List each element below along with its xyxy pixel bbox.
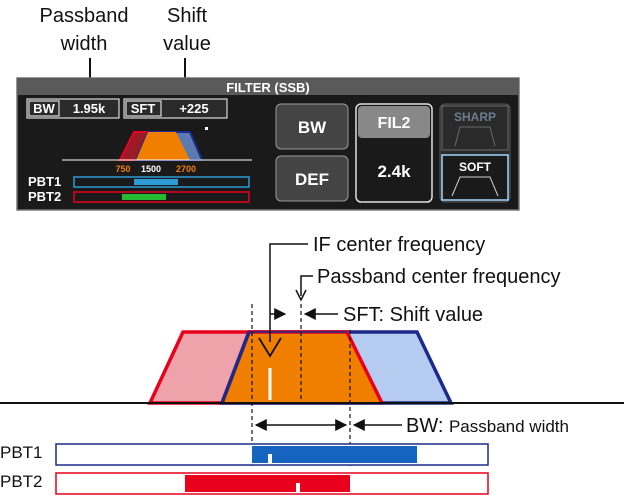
screen-pbt2-label: PBT2 (28, 189, 61, 204)
scale-750: 750 (115, 164, 130, 174)
scale-2700: 2700 (176, 164, 196, 174)
screen-def-button-label: DEF (295, 170, 329, 189)
passband-width-callout-line2: width (60, 33, 108, 55)
bw-label-suffix: Passband width (449, 417, 569, 436)
screen-fil-value: 2.4k (377, 162, 411, 181)
screen-soft-label: SOFT (459, 160, 492, 174)
pbt1-label: PBT1 (0, 443, 43, 462)
passband-shape (222, 332, 382, 403)
if-center-label: IF center frequency (313, 234, 485, 256)
shift-value-callout-line2: value (163, 33, 211, 55)
screen-sharp-button[interactable] (441, 105, 509, 151)
sft-field-label: SFT (131, 101, 156, 116)
screen-pbt2-bar (73, 191, 250, 203)
screen-pbt1-label: PBT1 (28, 174, 61, 189)
screen-title: FILTER (SSB) (226, 80, 310, 95)
pbt2-fill (185, 475, 350, 492)
bw-label-prefix: BW: (406, 415, 449, 437)
screen-pbt1-bar (73, 176, 250, 188)
passband-width-callout-line1: Passband (40, 5, 129, 27)
sft-field-value: +225 (179, 101, 208, 116)
passband-center-label: Passband center frequency (317, 266, 561, 288)
pbt2-label: PBT2 (0, 472, 43, 491)
bw-label: BW: Passband width (406, 415, 569, 437)
filter-screen: FILTER (SSB) BW 1.95k SFT +225 750 1500 … (16, 77, 520, 211)
sft-label: SFT: Shift value (343, 304, 483, 326)
shift-value-callout-line1: Shift (167, 5, 207, 27)
pbt1-fill (252, 446, 417, 463)
scale-1500: 1500 (141, 164, 161, 174)
passband-center-leader (300, 275, 313, 296)
screen-bw-button[interactable] (275, 103, 349, 150)
if-center-leader (269, 243, 308, 342)
bw-field-label: BW (33, 101, 55, 116)
screen-def-button[interactable] (275, 155, 349, 202)
screen-fil-label: FIL2 (378, 115, 411, 132)
screen-sharp-label: SHARP (454, 110, 496, 124)
mini-filter-orange (136, 132, 190, 160)
bw-field-value: 1.95k (73, 101, 106, 116)
screen-bw-button-label: BW (298, 118, 327, 137)
